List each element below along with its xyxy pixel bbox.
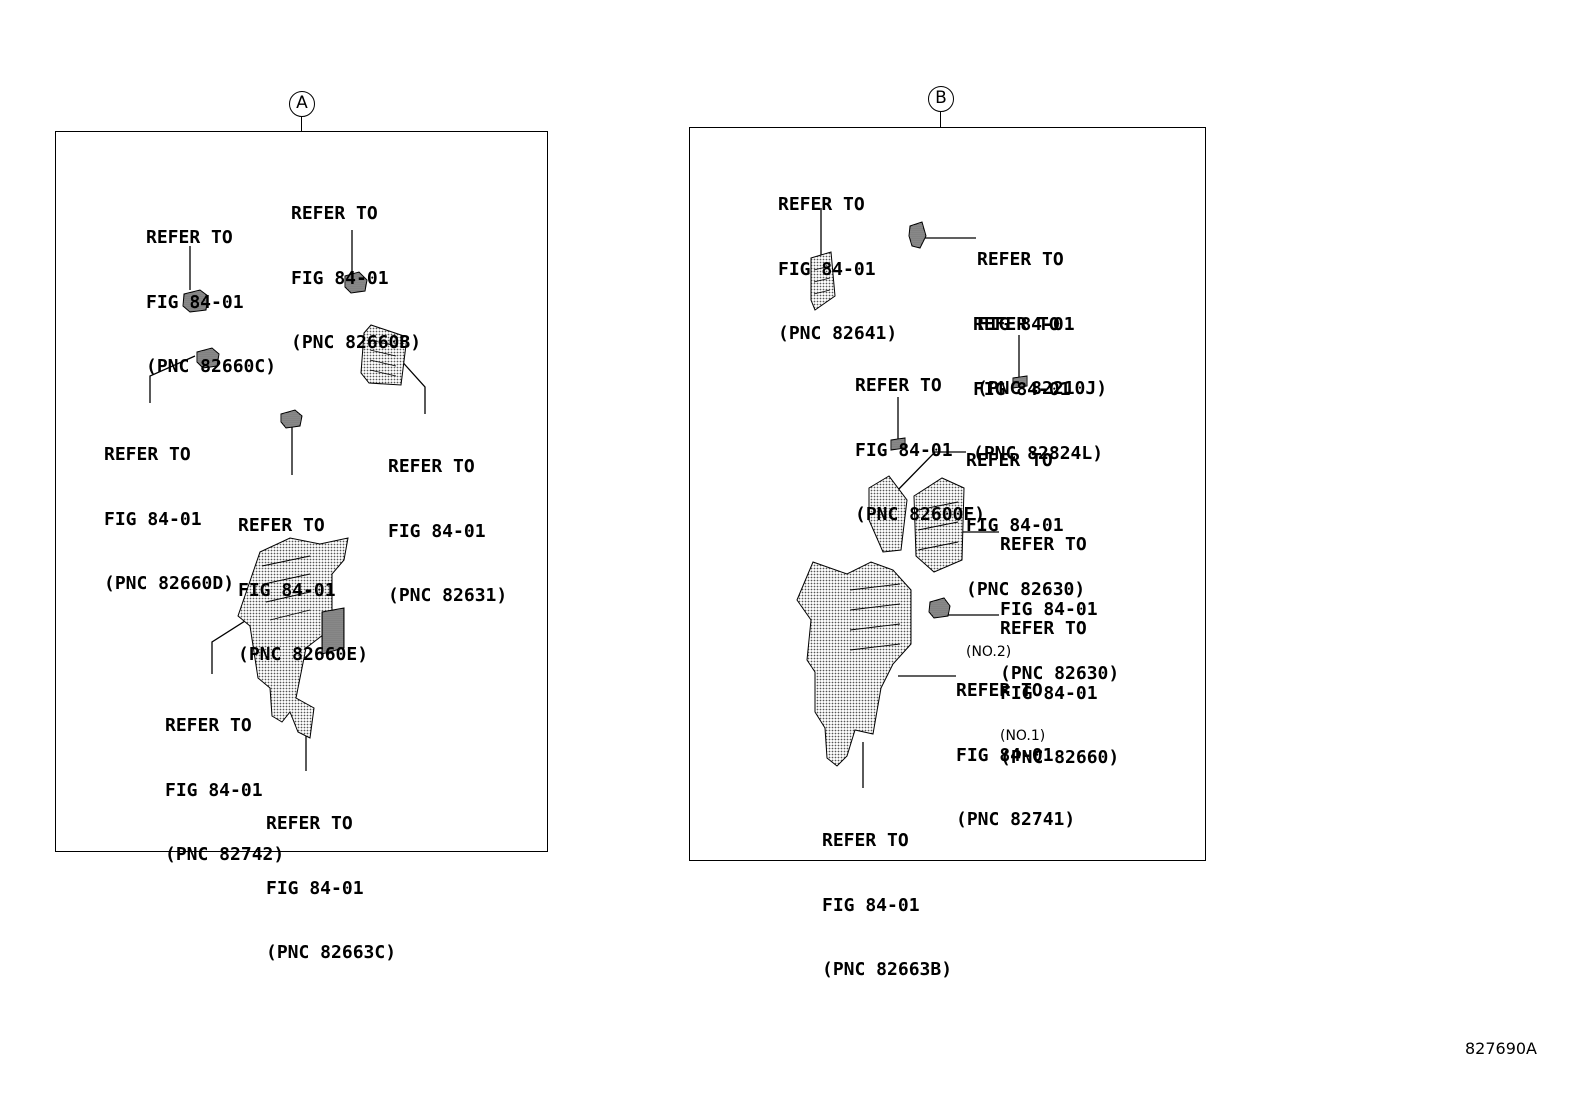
- figure-code: 827690A: [1464, 1039, 1537, 1058]
- callout-line-fig: FIG 84-01: [165, 779, 263, 801]
- callout-line-refer: REFER TO: [977, 249, 1064, 270]
- callout-line-refer: REFER TO: [1000, 618, 1087, 639]
- callout-line-fig: FIG 84-01: [956, 744, 1054, 766]
- callout-line-fig: FIG 84-01: [146, 291, 244, 313]
- callout-pnc-82660c: REFER TO FIG 84-01 (PNC 82660C): [146, 184, 276, 399]
- callout-line-refer: REFER TO: [822, 830, 909, 851]
- panel-b-frame: [689, 127, 1206, 861]
- panel-b-label: B: [928, 86, 954, 112]
- callout-line-pnc: (PNC 82663B): [822, 959, 953, 980]
- panel-a-frame: [55, 131, 548, 852]
- callout-line-refer: REFER TO: [855, 375, 942, 396]
- panel-b-parts: [796, 221, 1028, 767]
- callout-line-refer: REFER TO: [1000, 534, 1087, 555]
- callout-line-pnc: (PNC 82742): [165, 844, 285, 865]
- callout-line-fig: FIG 84-01: [104, 508, 202, 530]
- callout-line-fig: FIG 84-01: [388, 520, 486, 542]
- callout-line-pnc: (PNC 82741): [956, 809, 1076, 830]
- callout-line-pnc: (PNC 82630): [966, 579, 1086, 600]
- callout-line-pnc: (PNC 82660E): [238, 644, 369, 665]
- callout-line-refer: REFER TO: [966, 450, 1053, 471]
- callout-line-pnc: (PNC 82660): [1000, 747, 1120, 768]
- callout-line-fig: FIG 84-01: [822, 894, 920, 916]
- callout-pnc-82742: REFER TO FIG 84-01 (PNC 82742): [165, 672, 284, 887]
- callout-line-pnc: (PNC 82824L): [973, 443, 1104, 464]
- panel-a-label: A: [289, 91, 315, 117]
- callout-line-note: (NO.2): [966, 643, 1012, 660]
- callout-line-refer: REFER TO: [238, 515, 325, 536]
- callout-pnc-82660b: REFER TO FIG 84-01 (PNC 82660B): [291, 160, 421, 375]
- callout-line-fig: FIG 84-01: [855, 439, 953, 461]
- callout-line-fig: FIG 84-01: [1000, 598, 1098, 620]
- panel-b-leaders: [820, 208, 1020, 788]
- callout-line-refer: REFER TO: [104, 444, 191, 465]
- callout-pnc-82600f: REFER TO FIG 84-01 (PNC 82600F): [855, 332, 985, 547]
- panel-b-label-tick: [940, 112, 941, 127]
- callout-line-pnc: (PNC 82600F): [855, 504, 986, 525]
- callout-line-refer: REFER TO: [146, 227, 233, 248]
- callout-line-fig: FIG 84-01: [291, 267, 389, 289]
- panel-a-parts: [182, 271, 408, 739]
- callout-line-fig: FIG 84-01: [1000, 682, 1098, 704]
- callout-pnc-82641: REFER TO FIG 84-01 (PNC 82641): [778, 151, 897, 366]
- callout-line-pnc: (PNC 82660B): [291, 332, 422, 353]
- callout-pnc-82210j: REFER TO FIG 84-01 (PNC 82210J): [977, 206, 1107, 421]
- callout-line-pnc: (PNC 82641): [778, 323, 898, 344]
- callout-line-pnc: (PNC 82631): [388, 585, 508, 606]
- callout-pnc-82660: REFER TO FIG 84-01 (PNC 82660): [1000, 575, 1119, 790]
- callout-pnc-82741: REFER TO FIG 84-01 (PNC 82741): [956, 637, 1075, 852]
- callout-line-refer: REFER TO: [266, 813, 353, 834]
- callout-line-pnc: (PNC 82210J): [977, 378, 1108, 399]
- callout-pnc-82630-no2: REFER TO FIG 84-01 (PNC 82630) (NO.2): [966, 407, 1085, 682]
- callout-line-refer: REFER TO: [956, 680, 1043, 701]
- callout-line-refer: REFER TO: [388, 456, 475, 477]
- callout-pnc-82631: REFER TO FIG 84-01 (PNC 82631): [388, 413, 507, 628]
- callout-line-refer: REFER TO: [165, 715, 252, 736]
- callout-line-fig: FIG 84-01: [778, 258, 876, 280]
- callout-line-note: (NO.1): [1000, 727, 1046, 744]
- callout-line-pnc: (PNC 82663C): [266, 942, 397, 963]
- callout-line-refer: REFER TO: [778, 194, 865, 215]
- callout-line-refer: REFER TO: [973, 314, 1060, 335]
- callout-pnc-82663c: REFER TO FIG 84-01 (PNC 82663C): [266, 770, 396, 985]
- callout-line-fig: FIG 84-01: [966, 514, 1064, 536]
- callout-line-fig: FIG 84-01: [238, 579, 336, 601]
- callout-line-pnc: (PNC 82660D): [104, 573, 235, 594]
- callout-line-fig: FIG 84-01: [266, 877, 364, 899]
- callout-pnc-82663b: REFER TO FIG 84-01 (PNC 82663B): [822, 787, 952, 1002]
- callout-line-pnc: (PNC 82630): [1000, 663, 1120, 684]
- panel-a-label-tick: [301, 117, 302, 131]
- callout-line-fig: FIG 84-01: [973, 378, 1071, 400]
- callout-line-refer: REFER TO: [291, 203, 378, 224]
- callout-pnc-82824l: REFER TO FIG 84-01 (PNC 82824L): [973, 271, 1103, 486]
- callout-pnc-82660d: REFER TO FIG 84-01 (PNC 82660D): [104, 401, 234, 616]
- callout-pnc-82630-no1: REFER TO FIG 84-01 (PNC 82630) (NO.1): [1000, 491, 1119, 766]
- callout-line-pnc: (PNC 82660C): [146, 356, 277, 377]
- callout-line-fig: FIG 84-01: [977, 313, 1075, 335]
- callout-pnc-82660e: REFER TO FIG 84-01 (PNC 82660E): [238, 472, 368, 687]
